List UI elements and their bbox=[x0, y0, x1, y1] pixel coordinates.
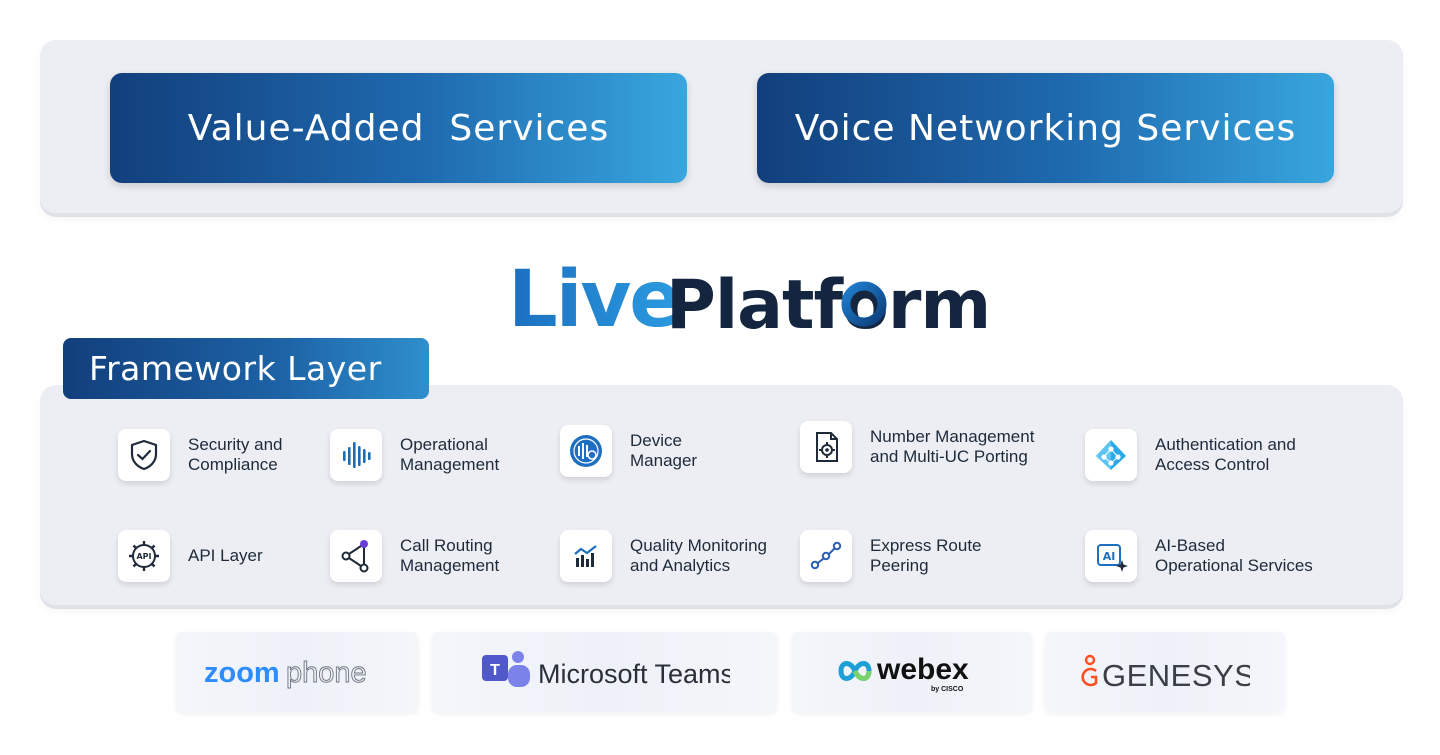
feature-label: Device Manager bbox=[630, 431, 698, 470]
live-platform-logo-graphic: Live Platform bbox=[508, 260, 988, 340]
value-added-services-button[interactable]: Value-Added Services bbox=[110, 73, 687, 183]
webex-logo: webex by CISCO bbox=[792, 632, 1032, 712]
feature-operational-management[interactable]: Operational Management bbox=[330, 429, 590, 481]
genesys-logo: GENESYS bbox=[1045, 632, 1285, 712]
zoom-word: zoom bbox=[204, 657, 280, 689]
logo-ring-icon bbox=[841, 281, 887, 327]
feature-label: Authentication and Access Control bbox=[1155, 435, 1296, 474]
feature-api-layer[interactable]: API API Layer bbox=[118, 530, 378, 582]
svg-text:T: T bbox=[490, 662, 500, 679]
analytics-chart-icon bbox=[560, 530, 612, 582]
feature-ai-operational[interactable]: AI AI-Based Operational Services bbox=[1085, 530, 1345, 582]
feature-security-compliance[interactable]: Security and Compliance bbox=[118, 429, 378, 481]
svg-text:AI: AI bbox=[1103, 550, 1116, 563]
genesys-text: GENESYS bbox=[1102, 658, 1250, 693]
ai-sparkle-icon: AI bbox=[1085, 530, 1137, 582]
feature-label: API Layer bbox=[188, 546, 263, 565]
voice-networking-services-button[interactable]: Voice Networking Services bbox=[757, 73, 1334, 183]
feature-label: AI-Based Operational Services bbox=[1155, 536, 1313, 575]
feature-label: Security and Compliance bbox=[188, 435, 283, 474]
logo-platform-text: Platform bbox=[666, 266, 988, 340]
framework-panel: Security and Compliance Operational Mana… bbox=[40, 385, 1403, 605]
feature-device-manager[interactable]: Device Manager bbox=[560, 425, 820, 477]
feature-label: Call Routing Management bbox=[400, 536, 500, 575]
webex-sub: by CISCO bbox=[931, 686, 964, 693]
teams-text: Microsoft Teams bbox=[538, 659, 730, 689]
live-platform-logo: Live Platform bbox=[508, 260, 988, 340]
feature-label: Number Management and Multi-UC Porting bbox=[870, 427, 1035, 466]
feature-call-routing[interactable]: Call Routing Management bbox=[330, 530, 590, 582]
routing-nodes-icon bbox=[330, 530, 382, 582]
feature-authentication-access[interactable]: Authentication and Access Control bbox=[1085, 429, 1345, 481]
genesys-icon bbox=[1084, 654, 1096, 666]
framework-layer-tab: Framework Layer bbox=[63, 338, 429, 399]
logo-live-text: Live bbox=[508, 260, 680, 340]
feature-label: Express Route Peering bbox=[870, 536, 982, 575]
route-path-icon bbox=[800, 530, 852, 582]
feature-express-route[interactable]: Express Route Peering bbox=[800, 530, 1060, 582]
device-settings-icon bbox=[560, 425, 612, 477]
microsoft-teams-logo: T Microsoft Teams bbox=[432, 632, 777, 712]
feature-label: Quality Monitoring and Analytics bbox=[630, 536, 768, 575]
teams-icon bbox=[481, 655, 508, 681]
api-gear-icon: API bbox=[118, 530, 170, 582]
phone-word: phone bbox=[286, 657, 367, 689]
feature-number-management[interactable]: Number Management and Multi-UC Porting bbox=[800, 421, 1060, 473]
azure-ad-icon bbox=[1085, 429, 1137, 481]
feature-label: Operational Management bbox=[400, 435, 500, 474]
audio-bars-icon bbox=[330, 429, 382, 481]
zoom-phone-logo: zoom phone bbox=[176, 632, 418, 712]
shield-check-icon bbox=[118, 429, 170, 481]
feature-quality-monitoring[interactable]: Quality Monitoring and Analytics bbox=[560, 530, 820, 582]
webex-text: webex bbox=[876, 653, 969, 686]
svg-text:API: API bbox=[136, 552, 151, 561]
services-panel: Value-Added Services Voice Networking Se… bbox=[40, 40, 1403, 213]
document-gear-icon bbox=[800, 421, 852, 473]
